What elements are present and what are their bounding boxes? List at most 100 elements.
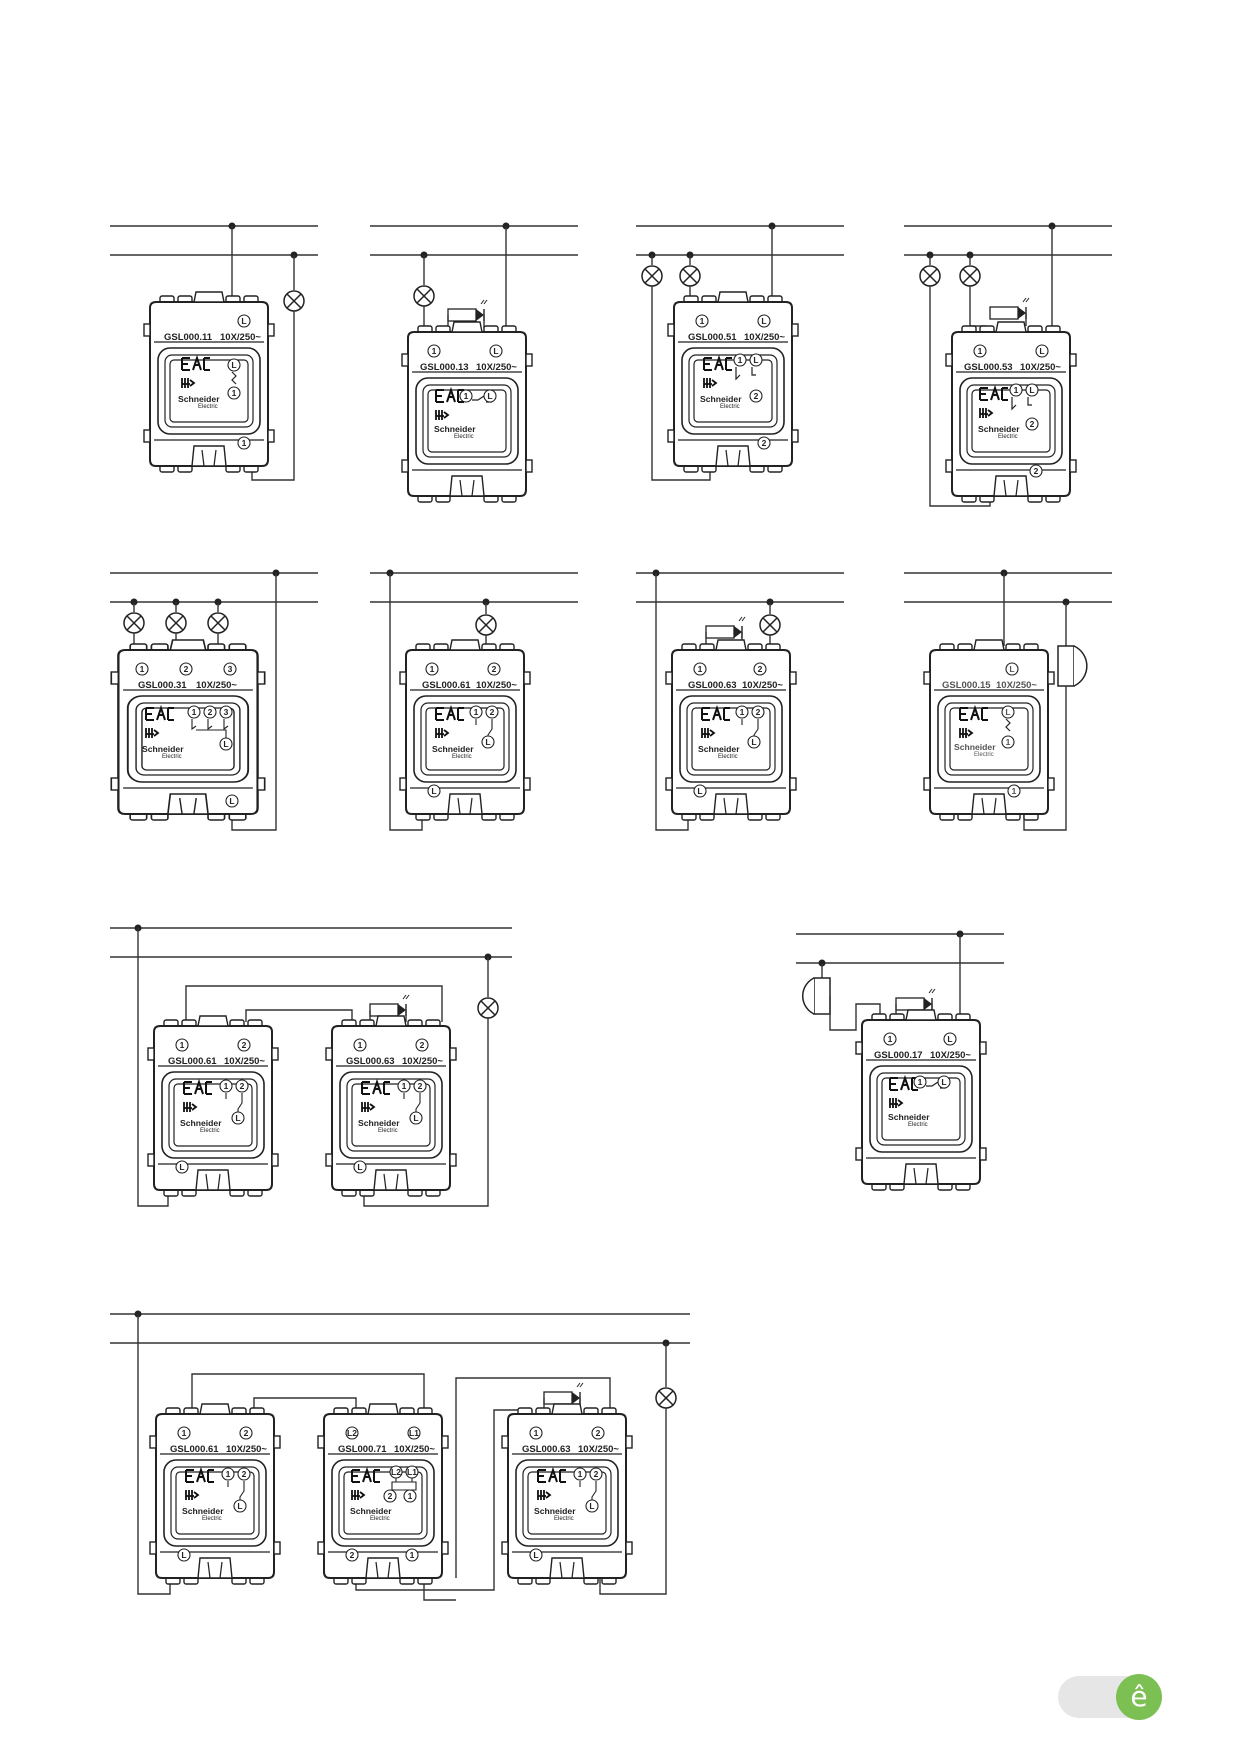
svg-text:10X/250~: 10X/250~ (996, 680, 1037, 691)
model-label: GSL000.11 (164, 332, 213, 343)
svg-text:Schneider: Schneider (700, 394, 742, 404)
svg-text:L: L (589, 1501, 594, 1511)
rating-label: 10X/250~ (220, 332, 261, 343)
bell-icon (1057, 645, 1088, 687)
svg-text:1: 1 (408, 1491, 413, 1501)
svg-text:2: 2 (420, 1040, 425, 1050)
lamp-icon (413, 285, 435, 307)
svg-text:10X/250~: 10X/250~ (226, 1444, 267, 1455)
diagram-gsl000-51: 1 L GSL000.51 10X/250~ 1 L 2 Schneider E… (636, 222, 844, 481)
svg-text:GSL000.63: GSL000.63 (522, 1444, 571, 1455)
svg-text:1: 1 (358, 1040, 363, 1050)
lamp-icon (475, 614, 497, 636)
svg-text:L: L (231, 360, 236, 370)
svg-text:Schneider: Schneider (142, 744, 184, 754)
svg-text:1: 1 (740, 707, 745, 717)
svg-text:1: 1 (430, 664, 435, 674)
svg-text:Schneider: Schneider (432, 744, 474, 754)
svg-text:L: L (947, 1034, 952, 1044)
svg-text:GSL000.63: GSL000.63 (346, 1056, 395, 1067)
svg-text:Schneider: Schneider (978, 424, 1020, 434)
svg-text:L: L (487, 391, 492, 401)
diagram-gsl000-17: 1 L GSL000.17 10X/250~ 1 L Schneider Ele… (796, 930, 1004, 1191)
svg-text:L: L (1029, 385, 1034, 395)
svg-text:2: 2 (208, 707, 213, 717)
svg-text:2: 2 (490, 707, 495, 717)
svg-text:2: 2 (596, 1428, 601, 1438)
svg-text:10X/250~: 10X/250~ (224, 1056, 265, 1067)
svg-text:Schneider: Schneider (350, 1506, 392, 1516)
svg-text:10X/250~: 10X/250~ (744, 332, 785, 343)
svg-text:2: 2 (242, 1469, 247, 1479)
svg-text:L: L (237, 1501, 242, 1511)
svg-text:GSL000.17: GSL000.17 (874, 1050, 923, 1061)
svg-text:2: 2 (184, 664, 189, 674)
svg-text:1: 1 (918, 1077, 923, 1087)
svg-text:10X/250~: 10X/250~ (196, 680, 237, 691)
svg-text:Electric: Electric (974, 752, 994, 758)
svg-text:Schneider: Schneider (698, 744, 740, 754)
svg-text:L: L (751, 737, 756, 747)
svg-text:2: 2 (388, 1491, 393, 1501)
svg-text:Electric: Electric (718, 754, 738, 760)
svg-text:L: L (223, 739, 228, 749)
svg-text:1: 1 (182, 1428, 187, 1438)
dimmer-icon (369, 994, 410, 1017)
svg-text:1: 1 (140, 664, 145, 674)
brand-name: Schneider (178, 394, 220, 404)
svg-text:Schneider: Schneider (182, 1506, 224, 1516)
svg-text:Electric: Electric (998, 434, 1018, 440)
svg-text:Electric: Electric (454, 434, 474, 440)
svg-text:1: 1 (224, 1081, 229, 1091)
svg-text:L2: L2 (347, 1428, 357, 1438)
svg-text:10X/250~: 10X/250~ (578, 1444, 619, 1455)
svg-text:1: 1 (432, 346, 437, 356)
svg-text:Schneider: Schneider (534, 1506, 576, 1516)
dimmer-icon (543, 1382, 584, 1405)
svg-text:10X/250~: 10X/250~ (394, 1444, 435, 1455)
diagram-gsl000-53: 1 L GSL000.53 10X/250~ 1 L 2 Schneider E… (904, 222, 1112, 507)
svg-text:Electric: Electric (198, 404, 218, 410)
svg-text:GSL000.61: GSL000.61 (170, 1444, 219, 1455)
svg-text:GSL000.71: GSL000.71 (338, 1444, 387, 1455)
diagram-gsl000-61: 1 2 GSL000.61 10X/250~ 1 2 L Schneider E… (370, 569, 578, 831)
svg-text:L: L (241, 316, 246, 326)
svg-text:Schneider: Schneider (358, 1118, 400, 1128)
svg-text:1: 1 (410, 1550, 415, 1560)
svg-text:Electric: Electric (202, 1516, 222, 1522)
lamp-icon (641, 265, 663, 287)
svg-text:1: 1 (978, 346, 983, 356)
svg-text:Schneider: Schneider (180, 1118, 222, 1128)
svg-text:Electric: Electric (378, 1128, 398, 1134)
svg-text:1: 1 (578, 1469, 583, 1479)
svg-text:L2: L2 (391, 1467, 401, 1477)
svg-text:1: 1 (180, 1040, 185, 1050)
dimmer-icon (989, 297, 1030, 320)
svg-text:GSL000.15: GSL000.15 (942, 680, 991, 691)
svg-text:2: 2 (1034, 466, 1039, 476)
svg-text:1: 1 (242, 438, 247, 448)
svg-text:L1: L1 (409, 1428, 419, 1438)
svg-text:L1: L1 (407, 1467, 417, 1477)
svg-text:GSL000.53: GSL000.53 (964, 362, 1013, 373)
svg-text:10X/250~: 10X/250~ (476, 362, 517, 373)
svg-text:GSL000.13: GSL000.13 (420, 362, 469, 373)
svg-text:10X/250~: 10X/250~ (742, 680, 783, 691)
svg-text:Electric: Electric (720, 404, 740, 410)
svg-text:L: L (493, 346, 498, 356)
svg-text:Schneider: Schneider (954, 742, 996, 752)
svg-text:L: L (697, 786, 702, 796)
svg-text:GSL000.51: GSL000.51 (688, 332, 737, 343)
dimmer-icon (705, 616, 746, 639)
svg-text:10X/250~: 10X/250~ (930, 1050, 971, 1061)
svg-text:1: 1 (226, 1469, 231, 1479)
svg-text:L: L (533, 1550, 538, 1560)
svg-text:Schneider: Schneider (888, 1112, 930, 1122)
svg-text:L: L (1009, 664, 1014, 674)
svg-text:L: L (357, 1162, 362, 1172)
svg-text:2: 2 (756, 707, 761, 717)
svg-text:1: 1 (192, 707, 197, 717)
svg-text:2: 2 (350, 1550, 355, 1560)
svg-text:3: 3 (228, 664, 233, 674)
